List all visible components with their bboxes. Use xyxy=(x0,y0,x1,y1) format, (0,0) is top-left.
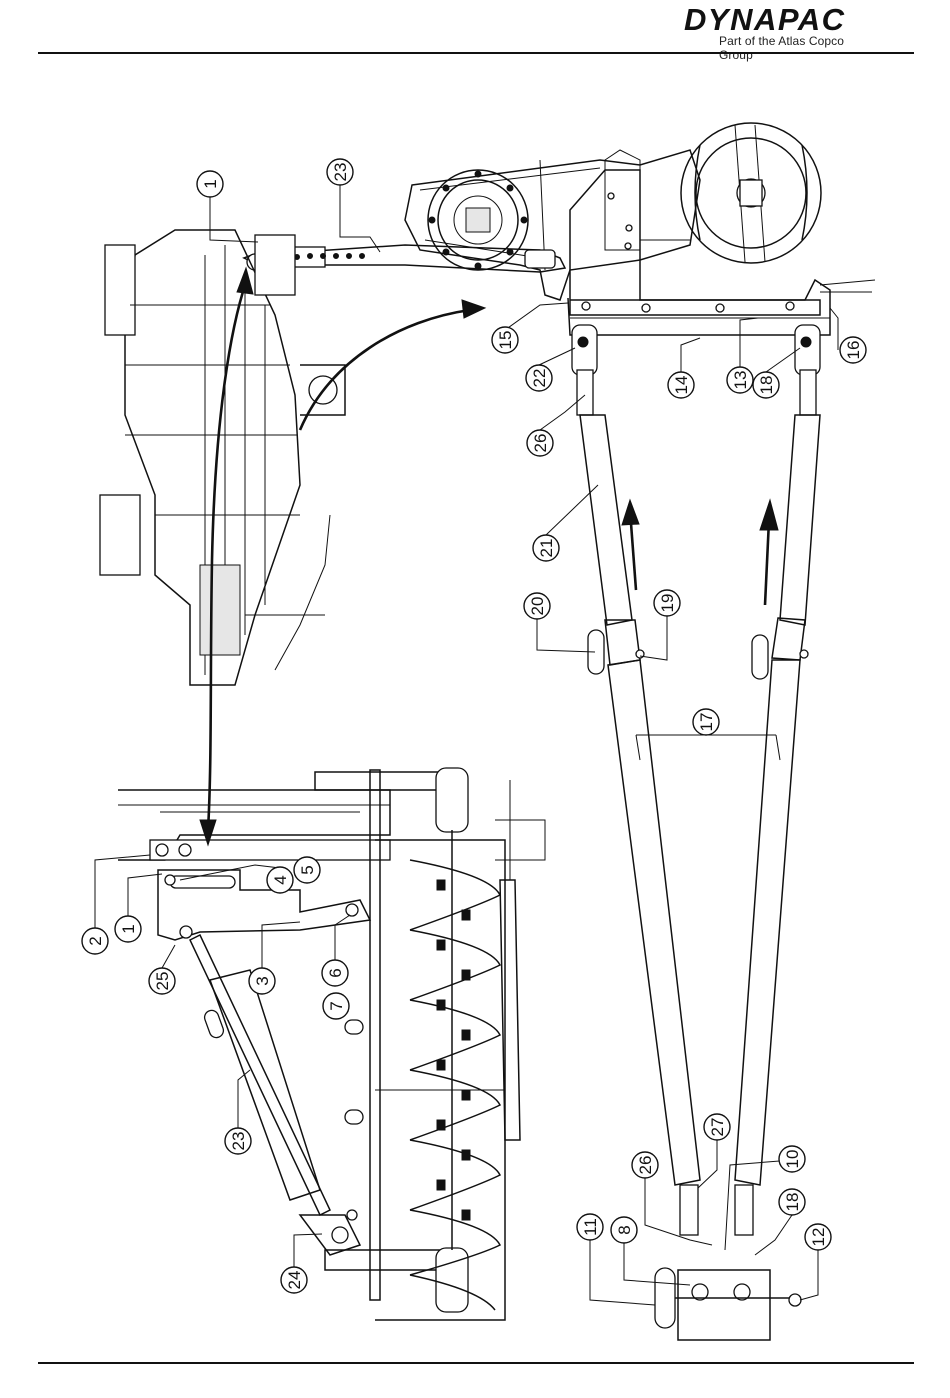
svg-text:1: 1 xyxy=(119,924,138,933)
callout-8: 8 xyxy=(611,1217,637,1243)
svg-text:6: 6 xyxy=(326,968,345,977)
svg-text:1: 1 xyxy=(201,179,220,188)
svg-text:27: 27 xyxy=(708,1118,727,1137)
connection-arrows xyxy=(200,268,485,845)
svg-text:18: 18 xyxy=(783,1193,802,1212)
svg-text:23: 23 xyxy=(331,163,350,182)
callout-3: 3 xyxy=(249,968,275,994)
svg-text:7: 7 xyxy=(327,1001,346,1010)
svg-text:16: 16 xyxy=(844,341,863,360)
svg-text:23: 23 xyxy=(229,1132,248,1151)
callout-25: 25 xyxy=(149,968,175,994)
callout-balloons: 1 23 15 22 26 21 20 19 14 13 18 16 17 4 … xyxy=(82,159,866,1293)
svg-text:24: 24 xyxy=(285,1271,304,1290)
svg-text:14: 14 xyxy=(672,376,691,395)
callout-20: 20 xyxy=(524,593,550,619)
svg-text:17: 17 xyxy=(697,713,716,732)
svg-text:26: 26 xyxy=(531,434,550,453)
svg-text:22: 22 xyxy=(530,369,549,388)
svg-text:15: 15 xyxy=(496,331,515,350)
svg-text:12: 12 xyxy=(809,1228,828,1247)
svg-text:21: 21 xyxy=(537,539,556,558)
svg-text:13: 13 xyxy=(731,371,750,390)
svg-text:4: 4 xyxy=(271,875,290,884)
callout-12: 12 xyxy=(805,1224,831,1250)
callout-24: 24 xyxy=(281,1267,307,1293)
svg-text:20: 20 xyxy=(528,597,547,616)
callout-1-mid: 1 xyxy=(115,916,141,942)
screed-auger-assembly xyxy=(118,768,545,1320)
callout-6: 6 xyxy=(322,960,348,986)
svg-text:10: 10 xyxy=(783,1150,802,1169)
svg-text:18: 18 xyxy=(757,376,776,395)
callout-18: 18 xyxy=(753,372,779,398)
callout-17: 17 xyxy=(693,709,719,735)
callout-27: 27 xyxy=(704,1114,730,1140)
tow-bar-assembly xyxy=(572,325,820,1340)
callout-23-bottom: 23 xyxy=(225,1128,251,1154)
callout-13: 13 xyxy=(727,367,753,393)
callout-26: 26 xyxy=(527,430,553,456)
paver-side-view xyxy=(100,230,345,685)
callout-23: 23 xyxy=(327,159,353,185)
callout-19: 19 xyxy=(654,590,680,616)
svg-text:19: 19 xyxy=(658,594,677,613)
callout-5: 5 xyxy=(294,857,320,883)
callout-2: 2 xyxy=(82,928,108,954)
callout-15: 15 xyxy=(492,327,518,353)
svg-text:8: 8 xyxy=(615,1225,634,1234)
callout-11: 11 xyxy=(577,1214,603,1240)
callout-16: 16 xyxy=(840,337,866,363)
callout-22: 22 xyxy=(526,365,552,391)
callout-26-bottom: 26 xyxy=(632,1152,658,1178)
svg-text:26: 26 xyxy=(636,1156,655,1175)
svg-text:5: 5 xyxy=(298,865,317,874)
callout-7: 7 xyxy=(323,993,349,1019)
svg-text:11: 11 xyxy=(581,1218,600,1236)
callout-4: 4 xyxy=(267,867,293,893)
svg-text:25: 25 xyxy=(153,972,172,991)
callout-21: 21 xyxy=(533,535,559,561)
callout-10: 10 xyxy=(779,1146,805,1172)
callout-1: 1 xyxy=(197,171,223,197)
svg-text:3: 3 xyxy=(253,976,272,985)
callout-18-bottom: 18 xyxy=(779,1189,805,1215)
svg-text:2: 2 xyxy=(86,936,105,945)
callout-14: 14 xyxy=(668,372,694,398)
